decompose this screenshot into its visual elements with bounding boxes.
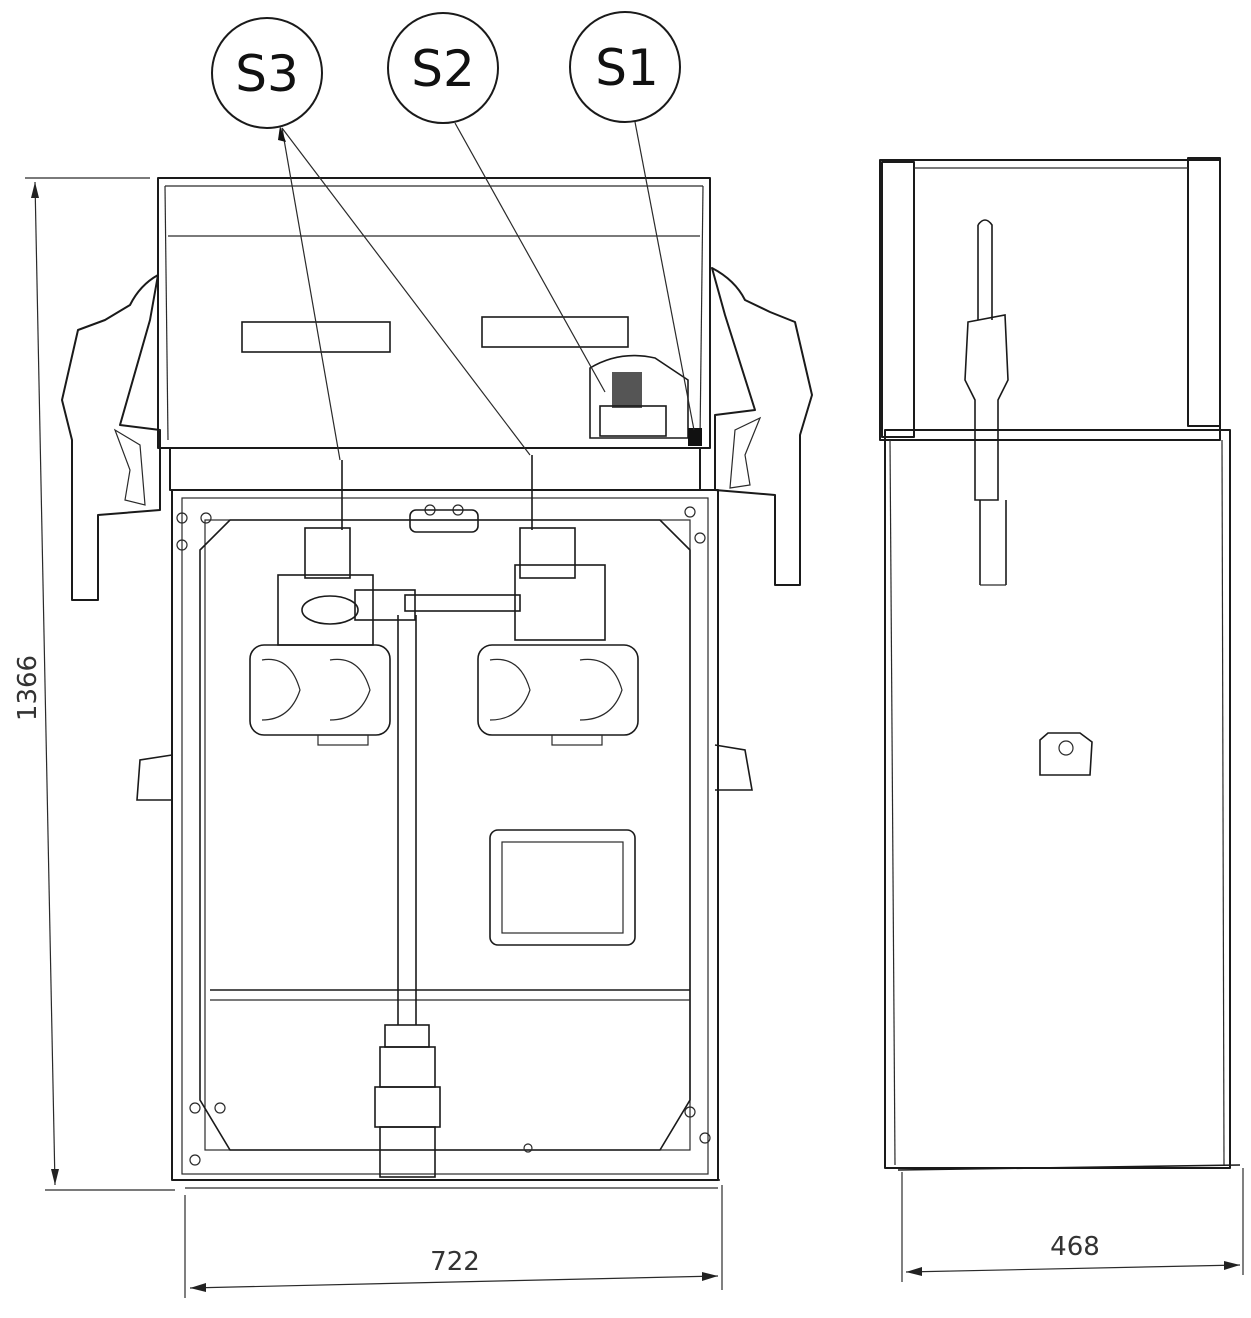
bracket-right: [714, 744, 753, 791]
callout-s2-label: S2: [411, 40, 475, 98]
side-nozzle: [964, 219, 1009, 586]
switch-housing: [589, 354, 689, 439]
callout-s2: S2: [387, 12, 606, 393]
nozzle-right: [711, 267, 813, 586]
bracket-left: [136, 754, 173, 801]
callout-s3-label: S3: [235, 45, 299, 103]
meter-left: [249, 527, 416, 746]
callout-s1-label: S1: [595, 39, 659, 97]
dim-side-width-label: 468: [1050, 1232, 1100, 1262]
side-bracket: [1039, 732, 1093, 776]
top-clamp: [409, 509, 479, 533]
switch-knob: [612, 372, 642, 408]
callout-s1: S1: [569, 11, 695, 431]
display-head: [157, 177, 711, 449]
dim-front-width-label: 722: [430, 1247, 480, 1277]
supply-pipe: [374, 615, 441, 1178]
cabinet-frame: [171, 489, 720, 1189]
access-panel: [489, 829, 636, 946]
nozzle-left: [61, 274, 161, 601]
dim-front-width: 722: [184, 1185, 723, 1298]
s1-marker: [688, 428, 702, 446]
meter-right: [477, 527, 639, 746]
dim-height-label: 1366: [13, 655, 43, 721]
side-view: [879, 157, 1241, 1171]
head-band: [169, 447, 701, 491]
display-window-left: [241, 321, 391, 353]
cross-pipe: [404, 594, 521, 612]
front-view: [61, 177, 813, 1189]
callout-s3: S3: [211, 17, 531, 461]
display-window-right: [481, 316, 629, 348]
dim-side-width: 468: [901, 1168, 1244, 1282]
dim-height: 1366: [13, 177, 175, 1191]
